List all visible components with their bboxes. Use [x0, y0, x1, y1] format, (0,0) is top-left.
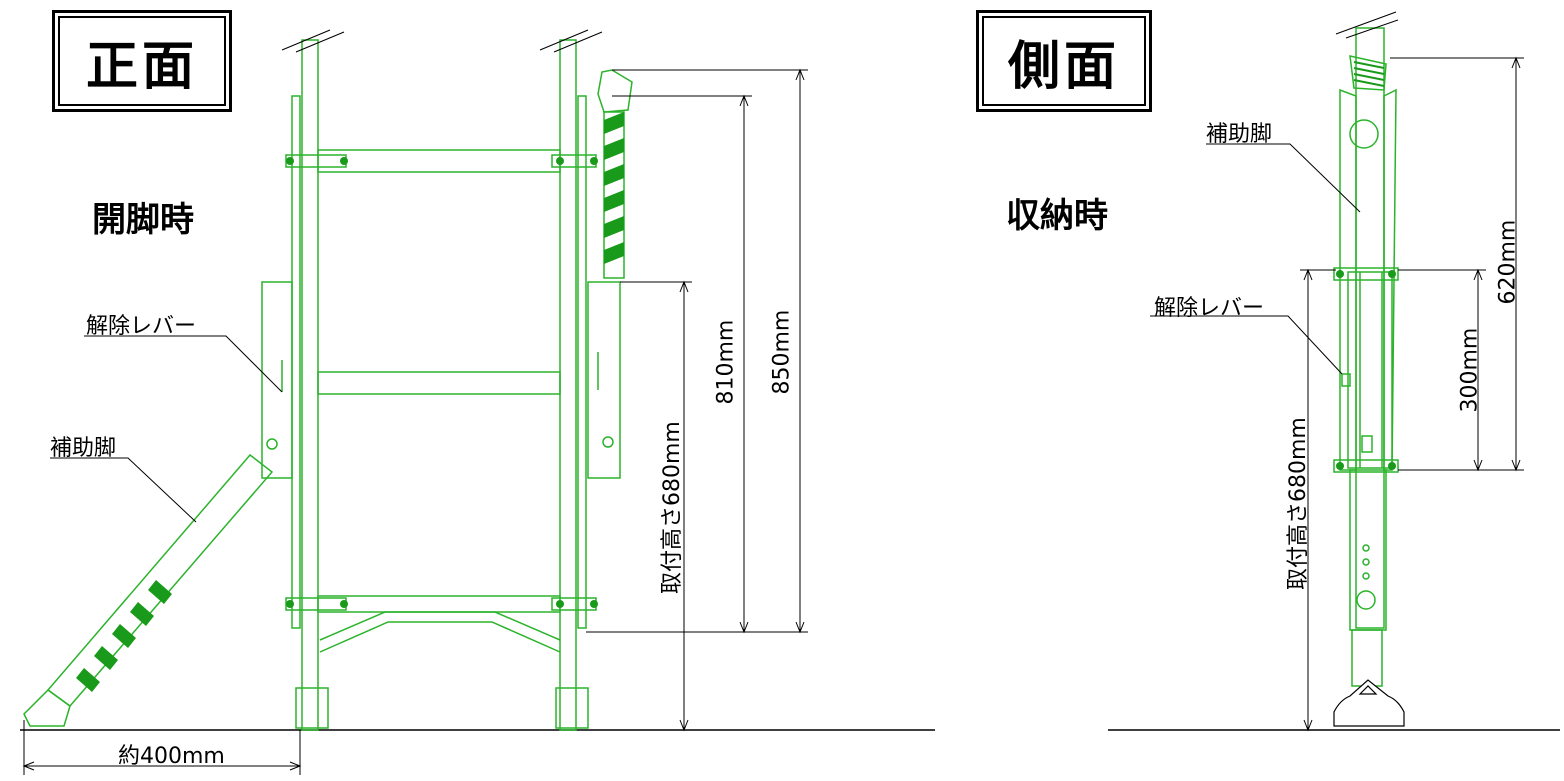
side-clamp-top: [1333, 267, 1399, 281]
front-right-rail-plate: [577, 95, 587, 629]
front-clamp-bottom-left: [285, 597, 347, 611]
side-mount-height-dimension: 取付高さ680mm: [1286, 417, 1311, 590]
side-base-column: [1351, 629, 1383, 687]
side-leg-foot-top: [1349, 55, 1387, 91]
side-lever-callout: 解除レバー: [1154, 296, 1265, 321]
side-title: 側面: [982, 16, 1146, 106]
front-left-pivot: [266, 438, 278, 450]
side-foot-stripes: [1353, 61, 1385, 87]
side-lower-hole2: [1362, 558, 1370, 566]
side-leg-callout: 補助脚: [1206, 122, 1273, 147]
front-rung-middle: [317, 371, 561, 395]
side-base: [1333, 679, 1405, 727]
side-620-dimension: 620mm: [1495, 219, 1521, 305]
front-right-leg-foot: [597, 69, 633, 113]
front-lower-brace: [319, 611, 561, 641]
side-break-lines: [1335, 11, 1399, 39]
front-right-lever-plate: [587, 281, 621, 479]
side-lower-wheel: [1356, 590, 1376, 610]
side-view: [1333, 27, 1399, 687]
front-lower-brace-inner: [319, 621, 561, 653]
side-bracket: [1347, 271, 1393, 469]
front-clamp-top-left: [285, 154, 347, 168]
side-lower-hole1: [1362, 544, 1370, 552]
side-lock-block: [1361, 435, 1373, 453]
front-right-caster: [555, 687, 589, 729]
side-lower-hole3: [1362, 572, 1370, 580]
front-title: 正面: [58, 16, 226, 106]
side-top-round: [1349, 119, 1379, 149]
front-rung-top: [317, 149, 561, 173]
front-left-leg-foot: [23, 689, 71, 727]
side-state-label: 収納時: [1006, 196, 1108, 236]
front-right-pivot: [602, 436, 614, 448]
side-300-dimension: 300mm: [1457, 327, 1483, 413]
side-title-box: 側面: [976, 10, 1152, 112]
front-title-box: 正面: [52, 10, 232, 112]
front-left-lever-plate: [261, 281, 293, 479]
front-right-upright: [559, 39, 577, 731]
front-left-upright: [301, 39, 319, 731]
side-bolts: [1336, 270, 1396, 470]
side-dimensions: [1150, 56, 1524, 732]
front-850-dimension: 850mm: [769, 309, 795, 395]
front-dimensions: [22, 68, 808, 775]
side-lever: [1341, 373, 1351, 387]
front-right-leg-stripes: [604, 112, 624, 264]
front-810-dimension: 810mm: [713, 319, 739, 405]
front-break-lines: [281, 29, 603, 53]
front-rung-bottom: [317, 595, 561, 613]
front-lever-callout: 解除レバー: [86, 314, 197, 339]
front-width-dimension: 約400mm: [118, 744, 225, 769]
side-clamp-bottom: [1333, 459, 1399, 473]
front-left-caster: [295, 687, 329, 729]
front-left-deployed-leg: [46, 453, 274, 708]
front-left-leg-stripes: [76, 580, 172, 692]
front-mount-height-dimension: 取付高さ680mm: [660, 421, 685, 594]
front-bolts: [286, 157, 598, 608]
front-state-label: 開脚時: [92, 200, 194, 240]
front-view: [23, 39, 633, 731]
front-left-rail-plate: [291, 95, 301, 629]
front-leg-callout: 補助脚: [50, 436, 117, 461]
